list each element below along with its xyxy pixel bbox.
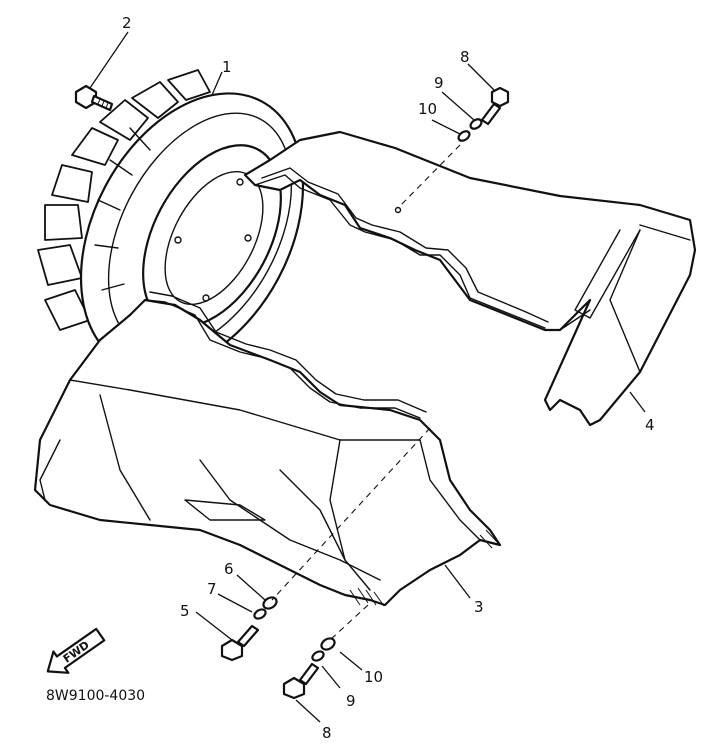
assembly-line-left [271,427,431,601]
fwd-direction-arrow: FWD [46,627,106,674]
bolt-part-2 [74,84,114,112]
catalog-code: 8W9100-4030 [46,688,145,704]
fan-part-1 [37,69,305,372]
callout-6: 6 [224,560,234,578]
callout-9-upper: 9 [434,74,444,92]
lower-shroud-part-3 [33,291,502,607]
callout-4: 4 [645,416,655,434]
callout-10-lower: 10 [364,668,383,686]
callout-3: 3 [474,598,484,616]
callout-8-lower: 8 [322,724,332,742]
assembly-line-right [329,604,369,641]
washer-part-9-lower [311,650,325,662]
callout-10-upper: 10 [418,100,437,118]
callout-8-upper: 8 [460,48,470,66]
callout-5: 5 [180,602,190,620]
collar-part-10-lower [320,637,336,651]
leader-lines [89,31,646,723]
callout-labels: 1 2 3 4 5 6 7 8 9 10 8 9 10 [122,14,655,742]
washer-part-9-upper [469,118,483,130]
callout-2: 2 [122,14,132,32]
collar-part-6 [262,596,278,610]
collar-part-10-upper [457,130,471,142]
bolt-part-8-upper [480,86,510,126]
callout-7: 7 [207,580,217,598]
assembly-line-upper [397,144,461,209]
callout-9-lower: 9 [346,692,356,710]
callout-1: 1 [222,58,232,76]
bolt-part-5 [220,624,260,662]
upper-cover-part-4 [243,130,697,427]
washer-part-7 [253,608,267,620]
bolt-part-8-lower [282,662,320,700]
